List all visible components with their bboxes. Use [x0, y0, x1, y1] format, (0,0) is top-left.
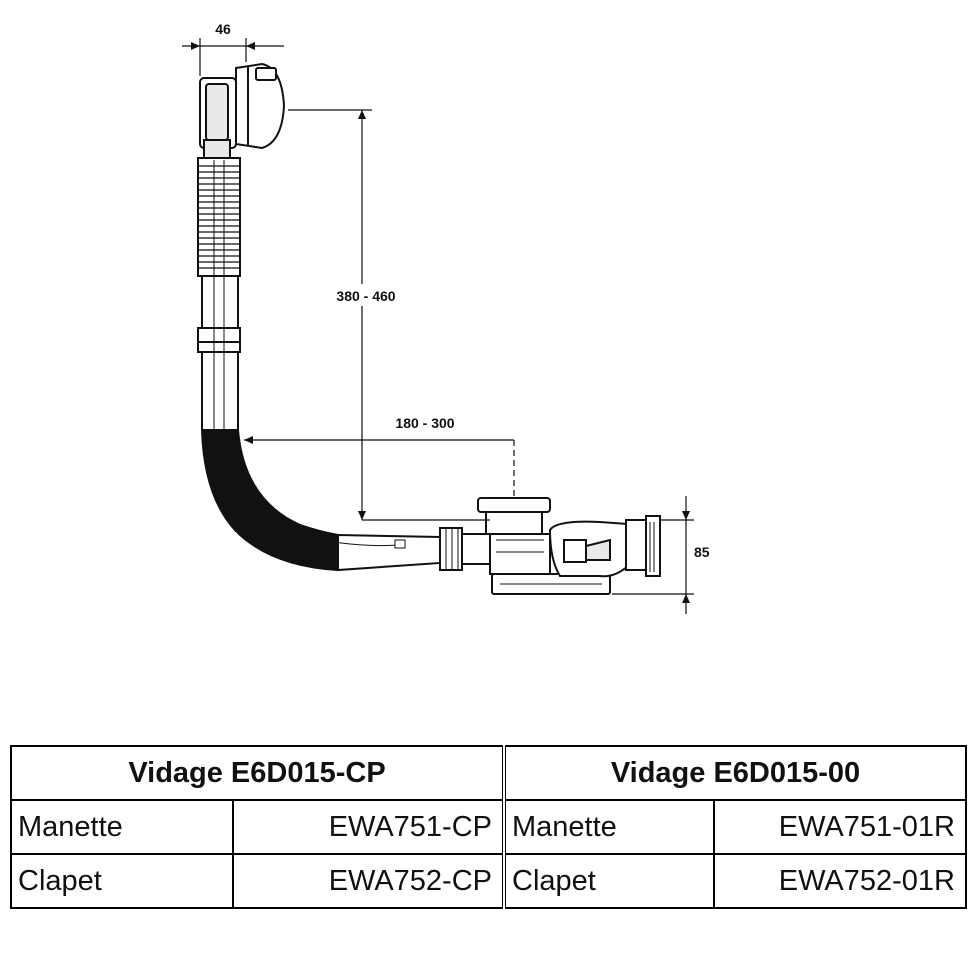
bath-waste-diagram: 46 380 - 460 180 - 300 85	[182, 21, 710, 614]
parts-table: Vidage E6D015-CP Vidage E6D015-00 Manett…	[10, 745, 967, 909]
part-name: Manette	[10, 799, 234, 855]
pipe-bend	[200, 429, 441, 572]
table-row: Clapet EWA752-CP Clapet EWA752-01R	[10, 853, 967, 909]
dimension-trap-height	[612, 496, 694, 614]
column-title-00: Vidage E6D015-00	[502, 745, 967, 801]
dimension-horizontal	[244, 436, 515, 498]
part-code: EWA751-CP	[232, 799, 505, 855]
part-name: Clapet	[502, 853, 715, 909]
part-name: Clapet	[10, 853, 234, 909]
dimension-label-top-width: 46	[215, 21, 231, 37]
overflow-tube	[197, 157, 241, 431]
part-code: EWA751-01R	[713, 799, 967, 855]
dimension-label-height: 380 - 460	[336, 288, 395, 304]
dimension-height	[288, 109, 490, 521]
dimension-top-width	[182, 38, 284, 76]
trap-outlet	[548, 515, 661, 578]
dimension-label-trap-height: 85	[694, 544, 710, 560]
dimension-label-horizontal: 180 - 300	[395, 415, 454, 431]
part-code: EWA752-01R	[713, 853, 967, 909]
table-row: Manette EWA751-CP Manette EWA751-01R	[10, 799, 967, 855]
part-name: Manette	[502, 799, 715, 855]
table-header-row: Vidage E6D015-CP Vidage E6D015-00	[10, 745, 967, 801]
column-title-cp: Vidage E6D015-CP	[10, 745, 505, 801]
part-code: EWA752-CP	[232, 853, 505, 909]
dimension-label-bg	[324, 284, 410, 306]
drain-fitting	[439, 497, 611, 595]
overflow-head	[199, 62, 286, 161]
